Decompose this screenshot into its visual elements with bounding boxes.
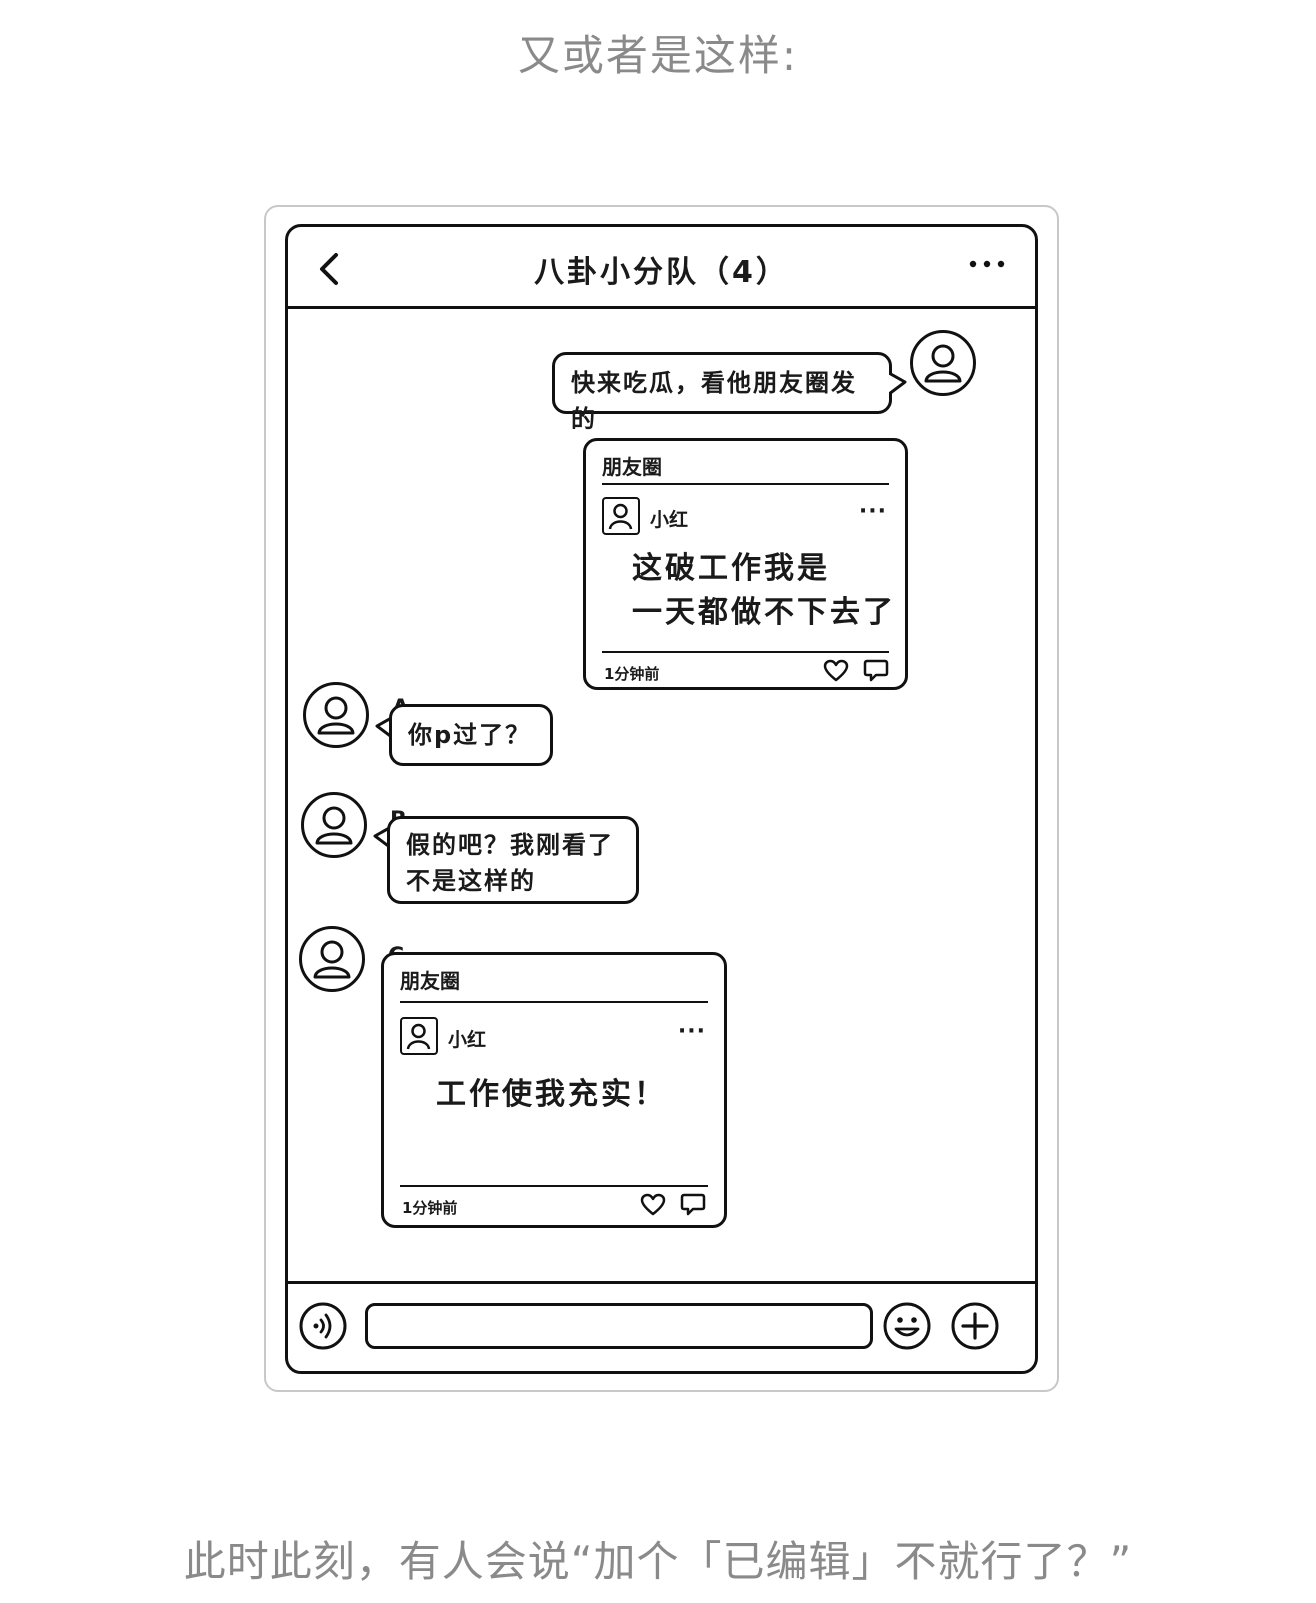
message-text-b-line: 假的吧？我刚看了 xyxy=(406,831,614,859)
chevron-left-icon[interactable] xyxy=(316,251,342,287)
voice-icon[interactable] xyxy=(296,1299,350,1353)
caption-top: 又或者是这样: xyxy=(517,31,799,80)
divider xyxy=(400,1185,708,1187)
nav-bar: 八卦小分队（4） xyxy=(288,227,1035,309)
emoji-icon[interactable] xyxy=(880,1299,934,1353)
self-message-bubble[interactable]: 快来吃瓜，看他朋友圈发的 xyxy=(552,352,892,433)
comment-icon[interactable] xyxy=(680,1193,706,1217)
message-list: 快来吃瓜，看他朋友圈发的 朋友圈 小红 ··· 这破工作我是 一天都做不下去了 … xyxy=(288,312,1035,1287)
message-bubble-b[interactable]: 假的吧？我刚看了 不是这样的 xyxy=(387,816,639,904)
moment-header: 朋友圈 xyxy=(602,455,662,479)
divider xyxy=(602,483,889,485)
message-bubble-a[interactable]: 你p过了？ xyxy=(389,704,553,766)
moment-timestamp: 1分钟前 xyxy=(402,1199,458,1217)
avatar-a-icon[interactable] xyxy=(303,682,369,748)
heart-icon[interactable] xyxy=(823,659,849,683)
moment-text-line: 这破工作我是 xyxy=(632,551,830,586)
moment-username: 小红 xyxy=(650,509,689,531)
moment-timestamp: 1分钟前 xyxy=(604,665,660,683)
message-text-b-line: 不是这样的 xyxy=(406,867,536,895)
moment-card-self[interactable]: 朋友圈 小红 ··· 这破工作我是 一天都做不下去了 1分钟前 xyxy=(583,438,908,690)
chat-window: 八卦小分队（4） 快来吃瓜，看他朋友圈发的 朋友圈 小红 ··· 这破工作我是 xyxy=(285,224,1038,1374)
more-dots-icon[interactable] xyxy=(967,249,1007,279)
moment-more-icon[interactable]: ··· xyxy=(858,499,887,524)
user-avatar-icon xyxy=(602,497,640,535)
self-avatar-icon[interactable] xyxy=(910,330,976,396)
message-input[interactable] xyxy=(365,1303,873,1349)
self-message-text: 快来吃瓜，看他朋友圈发的 xyxy=(571,369,857,433)
caption-bottom: 此时此刻，有人会说“加个「已编辑」不就行了？” xyxy=(183,1537,1133,1586)
comment-icon[interactable] xyxy=(863,659,889,683)
avatar-c-icon[interactable] xyxy=(299,926,365,992)
moment-username: 小红 xyxy=(448,1029,487,1051)
divider xyxy=(400,1001,708,1003)
chat-title: 八卦小分队（4） xyxy=(534,255,789,290)
moment-more-icon[interactable]: ··· xyxy=(677,1019,706,1044)
user-avatar-icon xyxy=(400,1017,438,1055)
avatar-b-icon[interactable] xyxy=(301,792,367,858)
moment-text-line: 一天都做不下去了 xyxy=(632,595,896,630)
plus-icon[interactable] xyxy=(948,1299,1002,1353)
moment-text: 工作使我充实！ xyxy=(436,1077,667,1112)
heart-icon[interactable] xyxy=(640,1193,666,1217)
message-text-a: 你p过了？ xyxy=(408,721,532,749)
input-bar xyxy=(288,1281,1035,1371)
bubble-tail-right xyxy=(889,371,907,396)
moment-header: 朋友圈 xyxy=(400,969,460,993)
moment-text: 这破工作我是 一天都做不下去了 xyxy=(632,547,896,635)
divider xyxy=(602,651,889,653)
moment-card-c[interactable]: 朋友圈 小红 ··· 工作使我充实！ 1分钟前 xyxy=(381,952,727,1228)
